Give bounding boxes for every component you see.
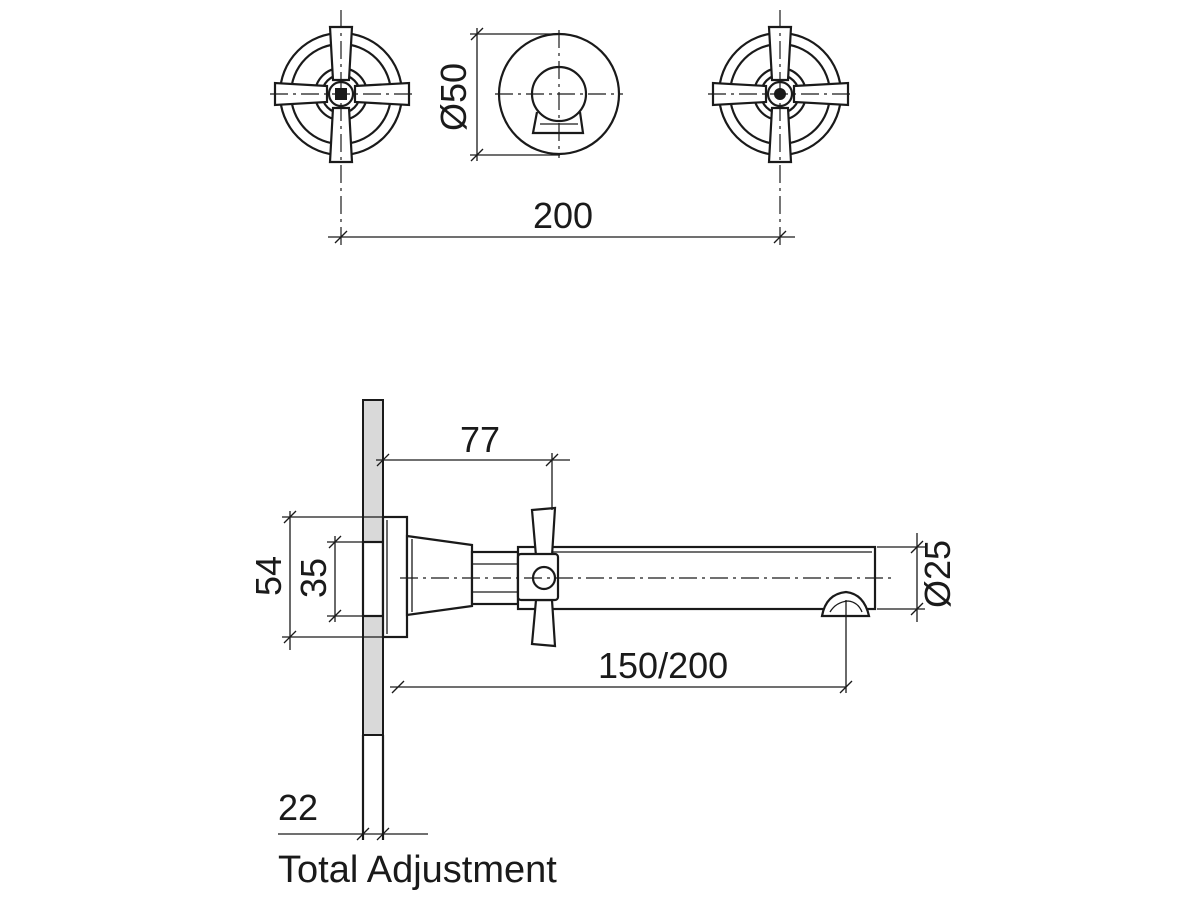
height-35-label: 35 xyxy=(293,558,334,598)
width-200-dimension: 200 xyxy=(328,195,795,244)
side-view: 77 54 35 Ø25 xyxy=(248,399,958,891)
tapered-shroud xyxy=(405,534,474,617)
offset-77-dimension: 77 xyxy=(376,419,570,510)
height-54-dimension: 54 xyxy=(248,510,408,650)
diameter-50-label: Ø50 xyxy=(433,63,474,131)
offset-77-label: 77 xyxy=(460,419,500,460)
diameter-50-dimension: Ø50 xyxy=(433,27,560,162)
side-cross-handle xyxy=(516,506,560,648)
width-200-label: 200 xyxy=(533,195,593,236)
length-150-200-dimension: 150/200 xyxy=(390,600,853,694)
diameter-25-label: Ø25 xyxy=(917,540,958,608)
total-adjustment-caption: Total Adjustment xyxy=(278,849,557,891)
top-view: Ø50 200 xyxy=(270,10,852,250)
spout-flange-top xyxy=(495,30,623,158)
adjustment-22-dimension: 22 xyxy=(278,787,428,841)
height-54-label: 54 xyxy=(248,556,289,596)
height-35-dimension: 35 xyxy=(293,535,366,623)
length-150-200-label: 150/200 xyxy=(598,645,728,686)
diameter-25-dimension: Ø25 xyxy=(877,533,958,622)
valve-body xyxy=(361,540,385,618)
right-cross-handle xyxy=(708,10,852,250)
adjustment-22-label: 22 xyxy=(278,787,318,828)
left-cross-handle xyxy=(270,10,414,250)
